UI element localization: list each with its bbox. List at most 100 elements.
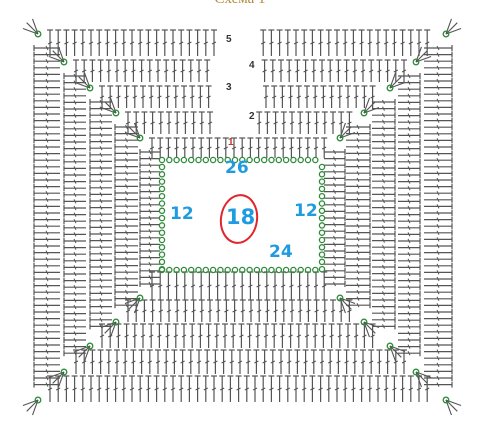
dc-stitch [269, 59, 276, 82]
dc-stitch [114, 143, 138, 150]
chain-stitch [318, 244, 326, 251]
dc-stitch [114, 349, 120, 374]
stitch-bar [297, 284, 302, 288]
dc-stitch [284, 29, 291, 56]
dc-stitch [324, 221, 346, 228]
stitch-bar [178, 41, 184, 45]
dc-stitch [424, 295, 453, 302]
stitch-bar [73, 69, 79, 73]
dc-stitch [372, 283, 396, 290]
dc-stitch [139, 267, 160, 274]
stitch-bar [207, 121, 213, 125]
dc-stitch [33, 137, 60, 144]
dc-stitch [317, 375, 324, 402]
stitch-bar [132, 334, 138, 338]
dc-stitch [372, 224, 396, 231]
chain-stitch [173, 266, 180, 274]
stitch-bar [382, 284, 385, 290]
stitch-bar [155, 360, 161, 364]
stitch-bar [356, 230, 360, 235]
dc-stitch [33, 111, 60, 117]
dc-stitch [125, 111, 131, 134]
dc-stitch [302, 59, 309, 82]
stitch-bar [382, 159, 385, 164]
dc-stitch [156, 85, 163, 108]
stitch-bar [99, 334, 105, 338]
dc-stitch [269, 349, 276, 374]
stitch-bar [436, 289, 440, 295]
chain-stitch [112, 318, 120, 326]
stitch-bar [45, 124, 49, 130]
dc-stitch [296, 137, 303, 158]
dc-stitch [320, 323, 327, 348]
stitch-bar [99, 277, 103, 283]
dc-stitch [327, 349, 334, 374]
dc-stitch [179, 349, 186, 374]
stitch-bar [106, 360, 112, 364]
dc-stitch [33, 210, 60, 216]
dc-stitch [89, 158, 112, 165]
dc-stitch [139, 182, 160, 188]
dc-stitch [228, 349, 235, 374]
stitch-bar [73, 304, 77, 310]
stitch-bar [222, 334, 228, 338]
dc-stitch [33, 183, 60, 190]
stitch-bar [73, 344, 77, 349]
stitch-bar [407, 304, 411, 310]
chain-stitch [246, 156, 253, 164]
dc-stitch [89, 178, 112, 185]
dc-stitch [114, 209, 138, 216]
stitch-bar [407, 80, 411, 85]
dc-stitch [398, 218, 421, 225]
stitch-bar [99, 139, 103, 144]
dc-stitch [398, 224, 421, 231]
stitch-bar [157, 334, 162, 338]
dc-stitch [149, 111, 156, 134]
dc-stitch [424, 111, 453, 117]
dc-stitch [104, 375, 111, 402]
stitch-bar [155, 69, 161, 73]
dc-stitch [324, 149, 346, 155]
stitch-bar [125, 190, 128, 196]
stitch-bar [329, 95, 334, 99]
dc-stitch [398, 92, 421, 99]
dc-stitch [155, 59, 161, 82]
row-number-5: 5 [226, 34, 232, 45]
stitch-bar [248, 309, 254, 313]
chain-stitch [246, 266, 253, 274]
dc-stitch [263, 271, 270, 300]
stitch-bar [356, 256, 360, 262]
stitch-bar [407, 126, 411, 132]
dc-stitch [63, 165, 86, 172]
stitch-bar [239, 284, 245, 288]
dc-stitch [372, 112, 396, 119]
dc-stitch [324, 201, 346, 208]
stitch-bar [382, 165, 385, 171]
stitch-bar [337, 334, 343, 338]
stitch-bar [360, 360, 366, 364]
dc-stitch [376, 59, 383, 82]
chain-stitch [290, 266, 297, 274]
stitch-bar [329, 334, 334, 338]
stitch-bar [45, 98, 49, 104]
dc-stitch [114, 203, 138, 210]
dc-stitch [286, 59, 293, 82]
stitch-bar [297, 309, 303, 313]
stitch-bar [436, 190, 440, 196]
stitch-bar [98, 69, 103, 73]
dc-stitch [424, 29, 431, 56]
stitch-bar [45, 91, 49, 97]
dc-stitch [324, 281, 346, 287]
stitch-bar [73, 205, 77, 211]
stitch-bar [125, 236, 128, 242]
dc-stitch [137, 29, 144, 56]
chain-stitch [158, 200, 166, 207]
stitch-bar [125, 263, 128, 268]
dc-stitch [114, 242, 138, 249]
stitch-bar [321, 284, 327, 288]
stitch-bar [393, 69, 399, 73]
stitch-bar [207, 146, 212, 150]
dc-stitch [33, 177, 60, 183]
dc-stitch [206, 271, 213, 300]
stitch-bar [80, 41, 86, 45]
